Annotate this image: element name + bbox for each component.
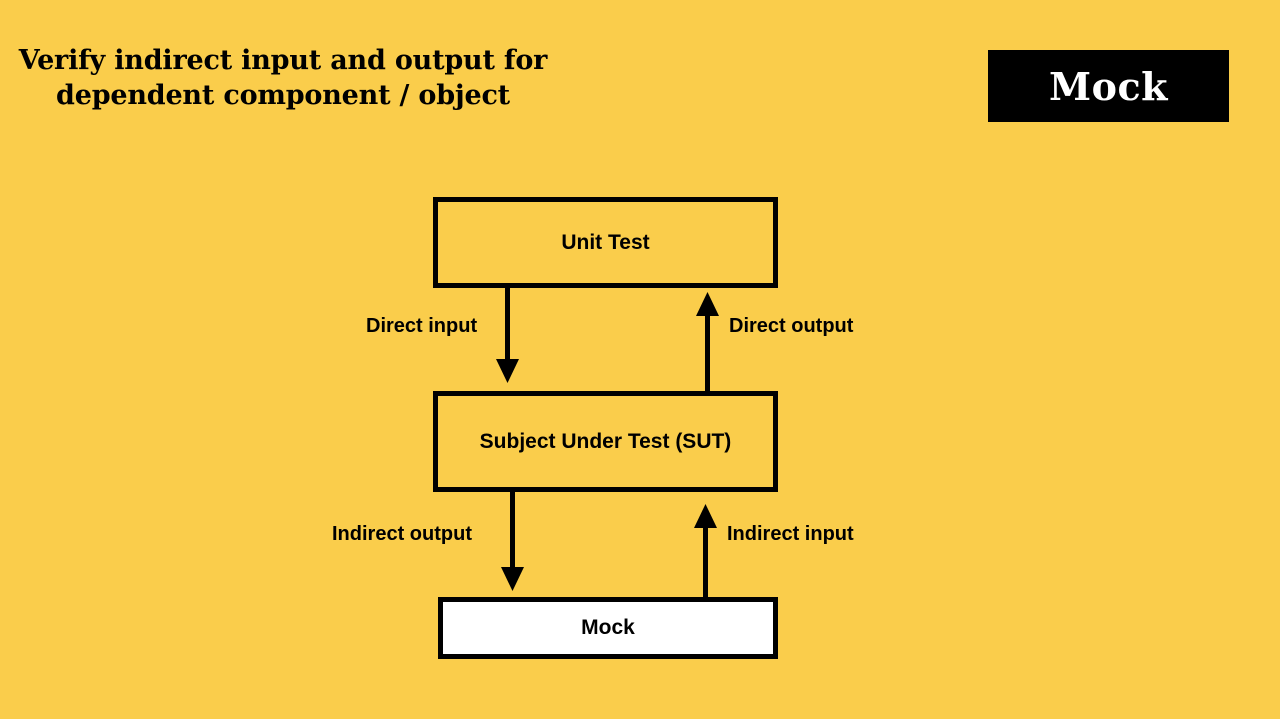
edge-label-direct-output: Direct output bbox=[729, 315, 854, 337]
arrow-direct-input-icon bbox=[496, 288, 519, 383]
arrow-direct-output-icon bbox=[696, 292, 719, 391]
node-sut-label: Subject Under Test (SUT) bbox=[479, 429, 732, 453]
node-unit-test[interactable]: Unit Test bbox=[433, 197, 778, 288]
arrow-indirect-input-icon bbox=[694, 504, 717, 597]
edge-label-direct-input: Direct input bbox=[366, 315, 478, 337]
node-mock[interactable]: Mock bbox=[438, 597, 778, 659]
node-subject-under-test[interactable]: Subject Under Test (SUT) bbox=[433, 391, 778, 492]
page-title: Verify indirect input and output for dep… bbox=[18, 45, 548, 111]
edge-label-indirect-input: Indirect input bbox=[727, 523, 854, 545]
mock-badge: Mock bbox=[988, 50, 1229, 122]
node-mock-label: Mock bbox=[581, 616, 635, 639]
edge-label-indirect-output: Indirect output bbox=[332, 523, 472, 545]
node-unit-test-label: Unit Test bbox=[561, 230, 650, 254]
arrow-indirect-output-icon bbox=[501, 492, 524, 591]
